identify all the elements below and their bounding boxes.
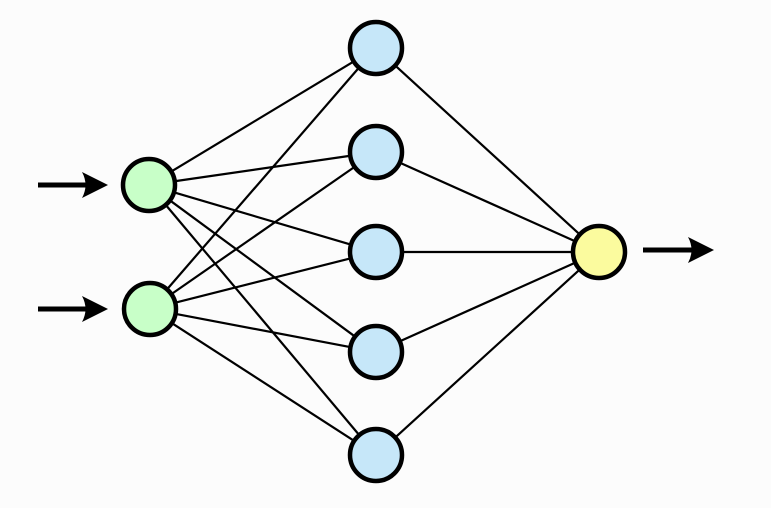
- edge-h1-o1: [393, 64, 582, 236]
- hidden-node-4[interactable]: [347, 323, 405, 381]
- edge-h5-o1: [393, 268, 582, 439]
- input-node-1[interactable]: [120, 156, 178, 214]
- input-arrow-2-head: [82, 296, 108, 322]
- edge-i2-h2: [169, 165, 357, 296]
- edges-group: [164, 59, 582, 443]
- io-arrows-group: [38, 172, 714, 322]
- edge-i2-h3: [173, 257, 353, 304]
- edge-h2-o1: [398, 161, 577, 243]
- input-node-2[interactable]: [121, 280, 179, 338]
- output-arrow-1-head: [688, 237, 714, 263]
- edge-i1-h2: [173, 154, 352, 183]
- edge-i1-h5: [164, 203, 361, 437]
- output-node-1[interactable]: [570, 223, 628, 281]
- nodes-group: [120, 19, 628, 484]
- edge-i1-h1: [169, 59, 356, 174]
- hidden-node-3[interactable]: [347, 223, 405, 281]
- edge-h4-o1: [398, 261, 577, 343]
- hidden-node-1[interactable]: [347, 19, 405, 77]
- edge-i2-h5: [170, 321, 356, 443]
- hidden-node-2[interactable]: [347, 123, 405, 181]
- input-arrow-1-head: [82, 172, 108, 198]
- edge-i2-h1: [165, 66, 361, 291]
- hidden-node-5[interactable]: [347, 426, 405, 484]
- edge-i1-h3: [172, 191, 353, 246]
- edge-i1-h4: [168, 198, 357, 339]
- edge-i2-h4: [174, 312, 352, 349]
